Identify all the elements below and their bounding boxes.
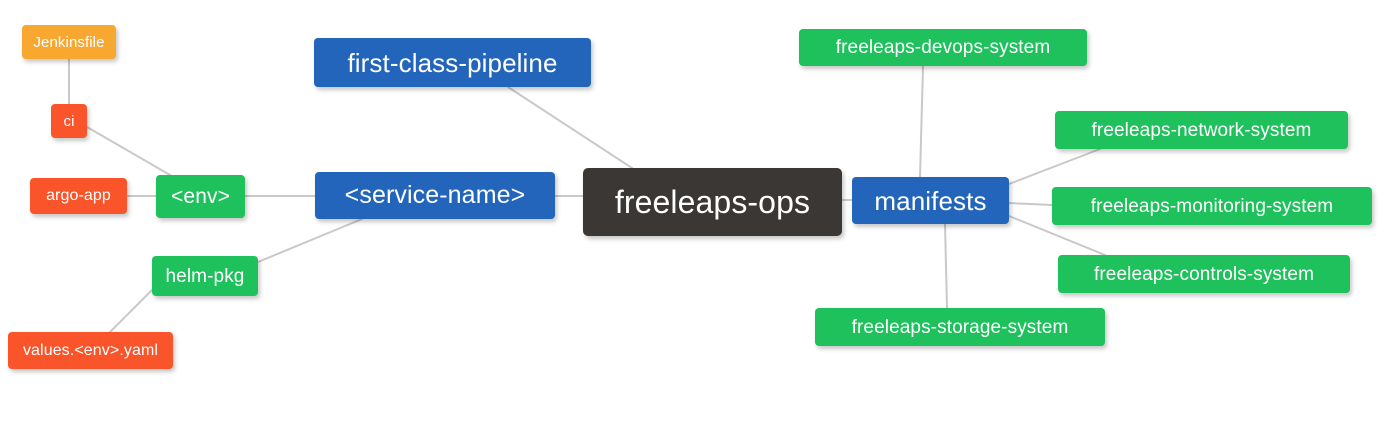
mindmap-node-label: freeleaps-controls-system: [1093, 263, 1315, 285]
mindmap-node-label: argo-app: [46, 187, 111, 204]
mindmap-node-label: first-class-pipeline: [347, 47, 558, 78]
mindmap-edge-manifests-to-freeleaps-devops-system: [919, 65, 924, 178]
mindmap-node-jenkinsfile[interactable]: Jenkinsfile: [22, 25, 116, 59]
mindmap-node-label: freeleaps-ops: [614, 184, 811, 220]
mindmap-node-first-class-pipeline[interactable]: first-class-pipeline: [314, 38, 591, 87]
mindmap-edge-ci-to-env: [86, 126, 171, 176]
mindmap-node-label: freeleaps-devops-system: [835, 37, 1051, 58]
mindmap-node-label: manifests: [874, 185, 987, 216]
mindmap-edge-first-class-pipeline-to-freeleaps-ops: [507, 86, 633, 169]
mindmap-node-argo-app[interactable]: argo-app: [30, 178, 127, 214]
mindmap-edge-manifests-to-freeleaps-network-system: [1008, 148, 1101, 185]
mindmap-node-helm-pkg[interactable]: helm-pkg: [152, 256, 258, 296]
mindmap-node-label: freeleaps-network-system: [1091, 119, 1312, 141]
mindmap-node-env[interactable]: <env>: [156, 175, 245, 218]
mindmap-node-freeleaps-ops[interactable]: freeleaps-ops: [583, 168, 842, 236]
mindmap-node-label: <env>: [171, 185, 230, 208]
mindmap-edge-helm-pkg-to-values-env-yaml: [109, 289, 153, 333]
mindmap-node-label: <service-name>: [344, 181, 526, 209]
mindmap-node-label: helm-pkg: [165, 265, 245, 287]
mindmap-node-freeleaps-controls-system[interactable]: freeleaps-controls-system: [1058, 255, 1350, 293]
mindmap-node-freeleaps-network-system[interactable]: freeleaps-network-system: [1055, 111, 1348, 149]
mindmap-node-freeleaps-monitoring-system[interactable]: freeleaps-monitoring-system: [1052, 187, 1372, 225]
mindmap-node-ci[interactable]: ci: [51, 104, 87, 138]
mindmap-edge-manifests-to-freeleaps-storage-system: [944, 223, 948, 309]
mindmap-node-label: ci: [63, 112, 75, 130]
mindmap-node-values-env-yaml[interactable]: values.<env>.yaml: [8, 332, 173, 369]
mindmap-node-label: Jenkinsfile: [33, 33, 105, 51]
mindmap-node-freeleaps-devops-system[interactable]: freeleaps-devops-system: [799, 29, 1087, 66]
mindmap-node-label: freeleaps-monitoring-system: [1090, 195, 1334, 217]
mindmap-node-label: freeleaps-storage-system: [851, 316, 1069, 338]
mindmap-edge-manifests-to-freeleaps-monitoring-system: [1008, 202, 1053, 206]
mindmap-edge-service-name-to-helm-pkg: [257, 218, 363, 263]
mindmap-node-service-name[interactable]: <service-name>: [315, 172, 555, 219]
mindmap-node-label: values.<env>.yaml: [22, 341, 159, 359]
mindmap-node-manifests[interactable]: manifests: [852, 177, 1009, 224]
mindmap-node-freeleaps-storage-system[interactable]: freeleaps-storage-system: [815, 308, 1105, 346]
